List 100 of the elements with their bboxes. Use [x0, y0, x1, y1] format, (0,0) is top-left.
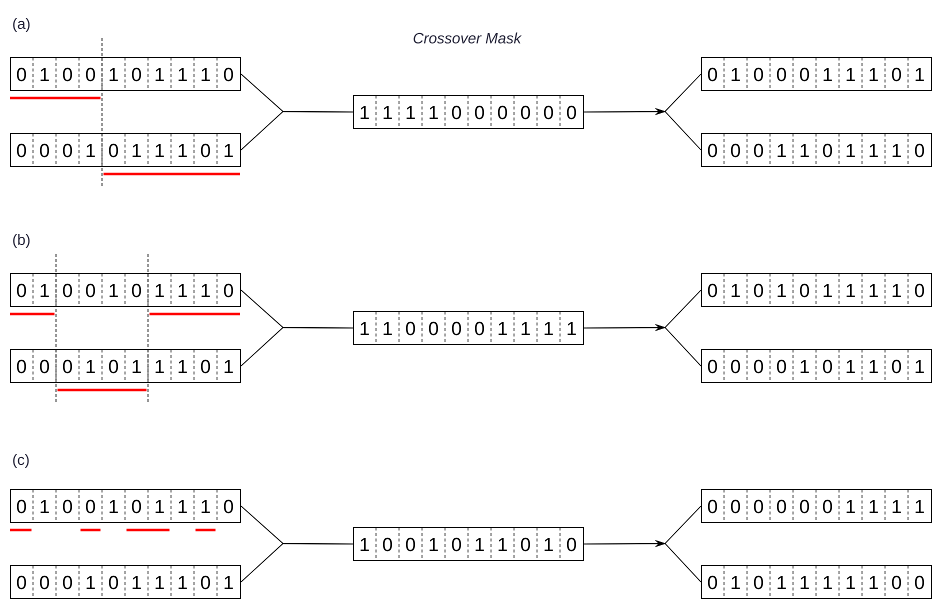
bit-digit: 0	[776, 360, 786, 374]
bit-digit: 1	[522, 322, 530, 336]
bit-digit: 1	[870, 500, 878, 514]
bit-string-box	[10, 565, 241, 599]
bit-digit: 0	[776, 68, 786, 82]
bit-digit: 0	[708, 500, 718, 514]
bit-digit: 0	[708, 68, 718, 82]
bit-digit: 0	[892, 68, 902, 82]
bit-digit: 0	[132, 500, 142, 514]
bit-digit: 0	[544, 106, 554, 120]
bit-digit: 1	[430, 538, 438, 552]
bit-digit: 1	[156, 360, 164, 374]
bit-digit: 0	[86, 500, 96, 514]
bit-digit: 1	[824, 68, 832, 82]
bit-digit: 1	[156, 576, 164, 590]
bit-digit: 0	[914, 284, 924, 298]
bit-digit: 1	[846, 576, 855, 590]
bit-digit: 1	[202, 500, 210, 514]
bit-digit: 0	[224, 284, 234, 298]
bit-digit: 1	[846, 68, 855, 82]
bit-digit: 0	[754, 144, 764, 158]
bit-string-box	[10, 133, 241, 167]
bit-string-box	[701, 349, 932, 383]
bit-digit: 1	[476, 538, 484, 552]
arrow	[584, 108, 702, 150]
bit-digit: 0	[132, 68, 142, 82]
connector	[240, 543, 354, 582]
bit-digit: 1	[892, 500, 901, 514]
bit-digit: 0	[40, 360, 50, 374]
bit-digit: 1	[178, 144, 187, 158]
bit-digit: 1	[178, 284, 187, 298]
bit-digit: 1	[568, 322, 576, 336]
panel-label: (a)	[13, 18, 30, 32]
bit-digit: 1	[132, 360, 141, 374]
bit-digit: 1	[360, 106, 369, 120]
bit-digit: 1	[870, 284, 878, 298]
bit-digit: 0	[776, 500, 786, 514]
bit-digit: 0	[16, 360, 26, 374]
bit-digit: 1	[132, 576, 141, 590]
bit-digit: 0	[800, 284, 810, 298]
bit-digit: 1	[360, 322, 369, 336]
bit-digit: 1	[892, 284, 901, 298]
bit-string-box	[353, 527, 584, 561]
bit-digit: 1	[870, 144, 878, 158]
bit-digit: 1	[800, 144, 809, 158]
bit-digit: 1	[544, 322, 553, 336]
bit-digit: 1	[800, 360, 809, 374]
bit-digit: 0	[566, 538, 576, 552]
bit-digit: 0	[892, 576, 902, 590]
bit-digit: 1	[406, 106, 415, 120]
bit-digit: 0	[914, 144, 924, 158]
bit-digit: 0	[16, 500, 26, 514]
bit-digit: 0	[822, 360, 832, 374]
bit-digit: 1	[732, 576, 740, 590]
bit-digit: 0	[452, 322, 462, 336]
bit-digit: 1	[778, 576, 786, 590]
bit-digit: 0	[474, 106, 484, 120]
bit-digit: 1	[156, 68, 164, 82]
bit-digit: 1	[778, 284, 786, 298]
bit-digit: 0	[62, 284, 72, 298]
bit-digit: 0	[754, 68, 764, 82]
bit-string-box	[701, 133, 932, 167]
bit-digit: 1	[178, 500, 187, 514]
bit-digit: 0	[62, 500, 72, 514]
bit-digit: 0	[224, 68, 234, 82]
bit-digit: 0	[40, 144, 50, 158]
bit-digit: 1	[156, 284, 164, 298]
bit-digit: 1	[846, 284, 855, 298]
bit-digit: 0	[406, 538, 416, 552]
bit-string-box	[701, 565, 932, 599]
bit-digit: 0	[200, 360, 210, 374]
bit-string-box	[10, 489, 241, 523]
bit-digit: 0	[708, 360, 718, 374]
bit-digit: 1	[224, 576, 233, 590]
bit-digit: 1	[224, 360, 233, 374]
bit-digit: 0	[16, 144, 26, 158]
bit-digit: 0	[62, 144, 72, 158]
bit-digit: 0	[200, 576, 210, 590]
bit-digit: 1	[110, 500, 118, 514]
bit-digit: 1	[86, 360, 95, 374]
bit-string-box	[10, 273, 241, 307]
bit-digit: 0	[730, 144, 740, 158]
bit-digit: 0	[16, 68, 26, 82]
bit-digit: 0	[520, 538, 530, 552]
arrow	[584, 324, 702, 366]
bit-digit: 1	[156, 500, 164, 514]
bit-digit: 0	[520, 106, 530, 120]
bit-digit: 0	[730, 500, 740, 514]
bit-digit: 0	[108, 360, 118, 374]
bit-digit: 0	[382, 538, 392, 552]
bit-digit: 1	[824, 284, 832, 298]
bit-digit: 0	[132, 284, 142, 298]
bit-digit: 1	[870, 576, 878, 590]
bit-digit: 1	[498, 538, 507, 552]
bit-digit: 0	[474, 322, 484, 336]
bit-digit: 1	[110, 284, 118, 298]
bit-digit: 0	[498, 106, 508, 120]
connector	[240, 111, 354, 150]
bit-digit: 1	[916, 500, 924, 514]
bit-string-box	[353, 95, 584, 129]
